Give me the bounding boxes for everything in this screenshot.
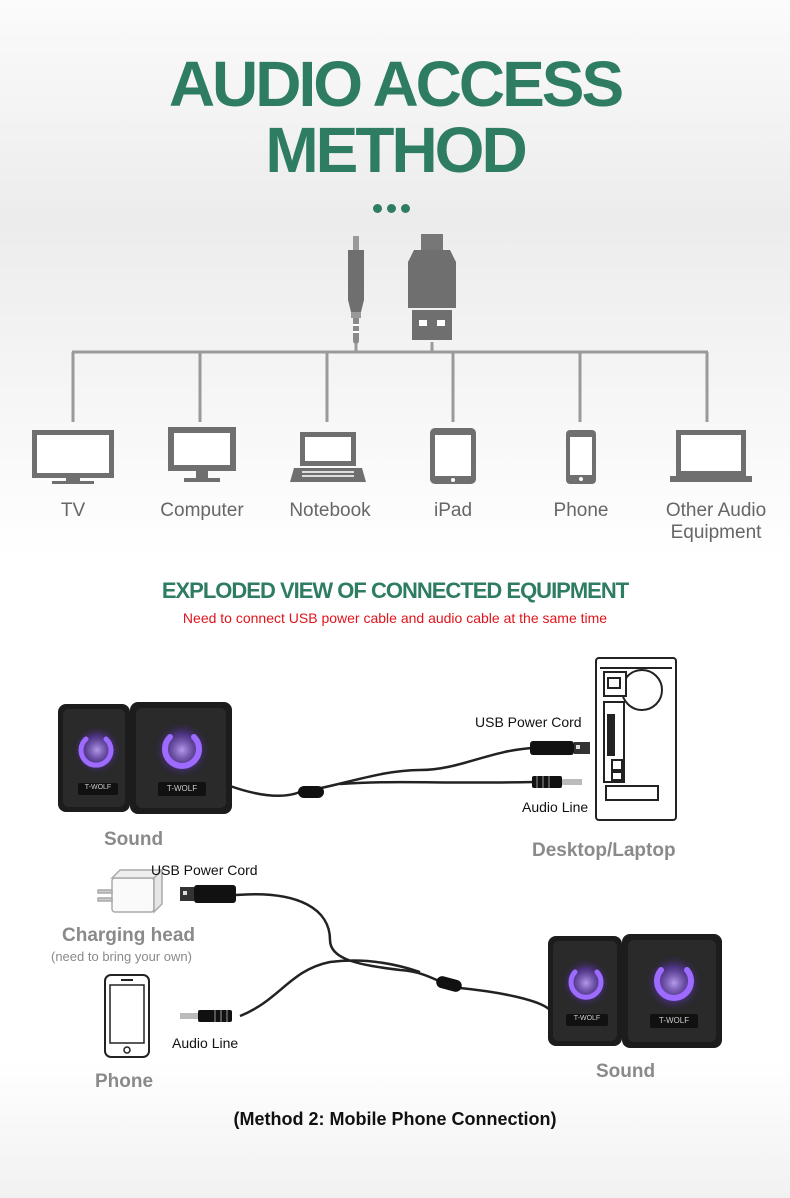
audio-line-label: Audio Line	[522, 799, 589, 815]
speaker-right-bottom	[622, 934, 722, 1048]
method-caption: (Method 2: Mobile Phone Connection)	[233, 1109, 557, 1129]
device-label-ipad: iPad	[433, 500, 473, 521]
brand-label: T-WOLF	[84, 784, 112, 791]
inline-control	[298, 786, 324, 798]
speaker-left-bottom	[548, 936, 622, 1046]
monitor-icon	[168, 427, 236, 482]
phone-icon	[566, 430, 596, 484]
audio-line-label: Audio Line	[172, 1035, 239, 1051]
exploded-title: EXPLODED VIEW OF CONNECTED EQUIPMENT	[161, 578, 629, 603]
sound-label-top: Sound	[104, 829, 164, 850]
device-label-notebook: Notebook	[289, 500, 371, 521]
device-label-phone: Phone	[553, 500, 609, 521]
sound-label-bottom: Sound	[596, 1061, 656, 1082]
speaker-left-top	[58, 704, 130, 812]
usb-power-cord-label: USB Power Cord	[475, 714, 582, 730]
laptop-icon	[670, 430, 752, 482]
exploded-subtitle: Need to connect USB power cable and audi…	[182, 610, 608, 626]
charging-head-icon	[97, 868, 164, 914]
title-dots	[373, 200, 415, 218]
charging-head-note: (need to bring your own)	[51, 949, 192, 964]
brand-label: T-WOLF	[573, 1015, 601, 1022]
usb-plug-icon	[180, 885, 236, 903]
tv-icon	[32, 430, 114, 484]
device-label-computer: Computer	[160, 500, 244, 521]
brand-label: T-WOLF	[658, 1016, 690, 1025]
speaker-right-top	[130, 702, 232, 814]
laptop-icon	[290, 432, 366, 482]
desktop-tower-icon	[595, 657, 677, 821]
connection-tree	[32, 234, 752, 484]
audio-jack-icon	[348, 236, 364, 344]
tablet-icon	[430, 428, 476, 484]
audio-jack-icon	[532, 776, 582, 788]
device-label-other: Other Audio Equipment	[665, 500, 767, 543]
charging-head-label: Charging head	[62, 925, 196, 946]
audio-jack-icon	[180, 1010, 232, 1022]
inline-control	[436, 976, 462, 992]
desktop-laptop-label: Desktop/Laptop	[532, 840, 676, 861]
page-title-line2: METHOD	[265, 114, 527, 186]
device-label-tv: TV	[60, 500, 86, 521]
phone-icon	[104, 974, 150, 1058]
brand-label: T-WOLF	[166, 784, 198, 793]
page-title-line1: AUDIO ACCESS	[168, 48, 624, 120]
usb-power-cord-label: USB Power Cord	[151, 862, 258, 878]
usb-plug-icon	[408, 234, 456, 340]
usb-plug-icon	[530, 741, 590, 755]
phone-label: Phone	[95, 1071, 154, 1092]
